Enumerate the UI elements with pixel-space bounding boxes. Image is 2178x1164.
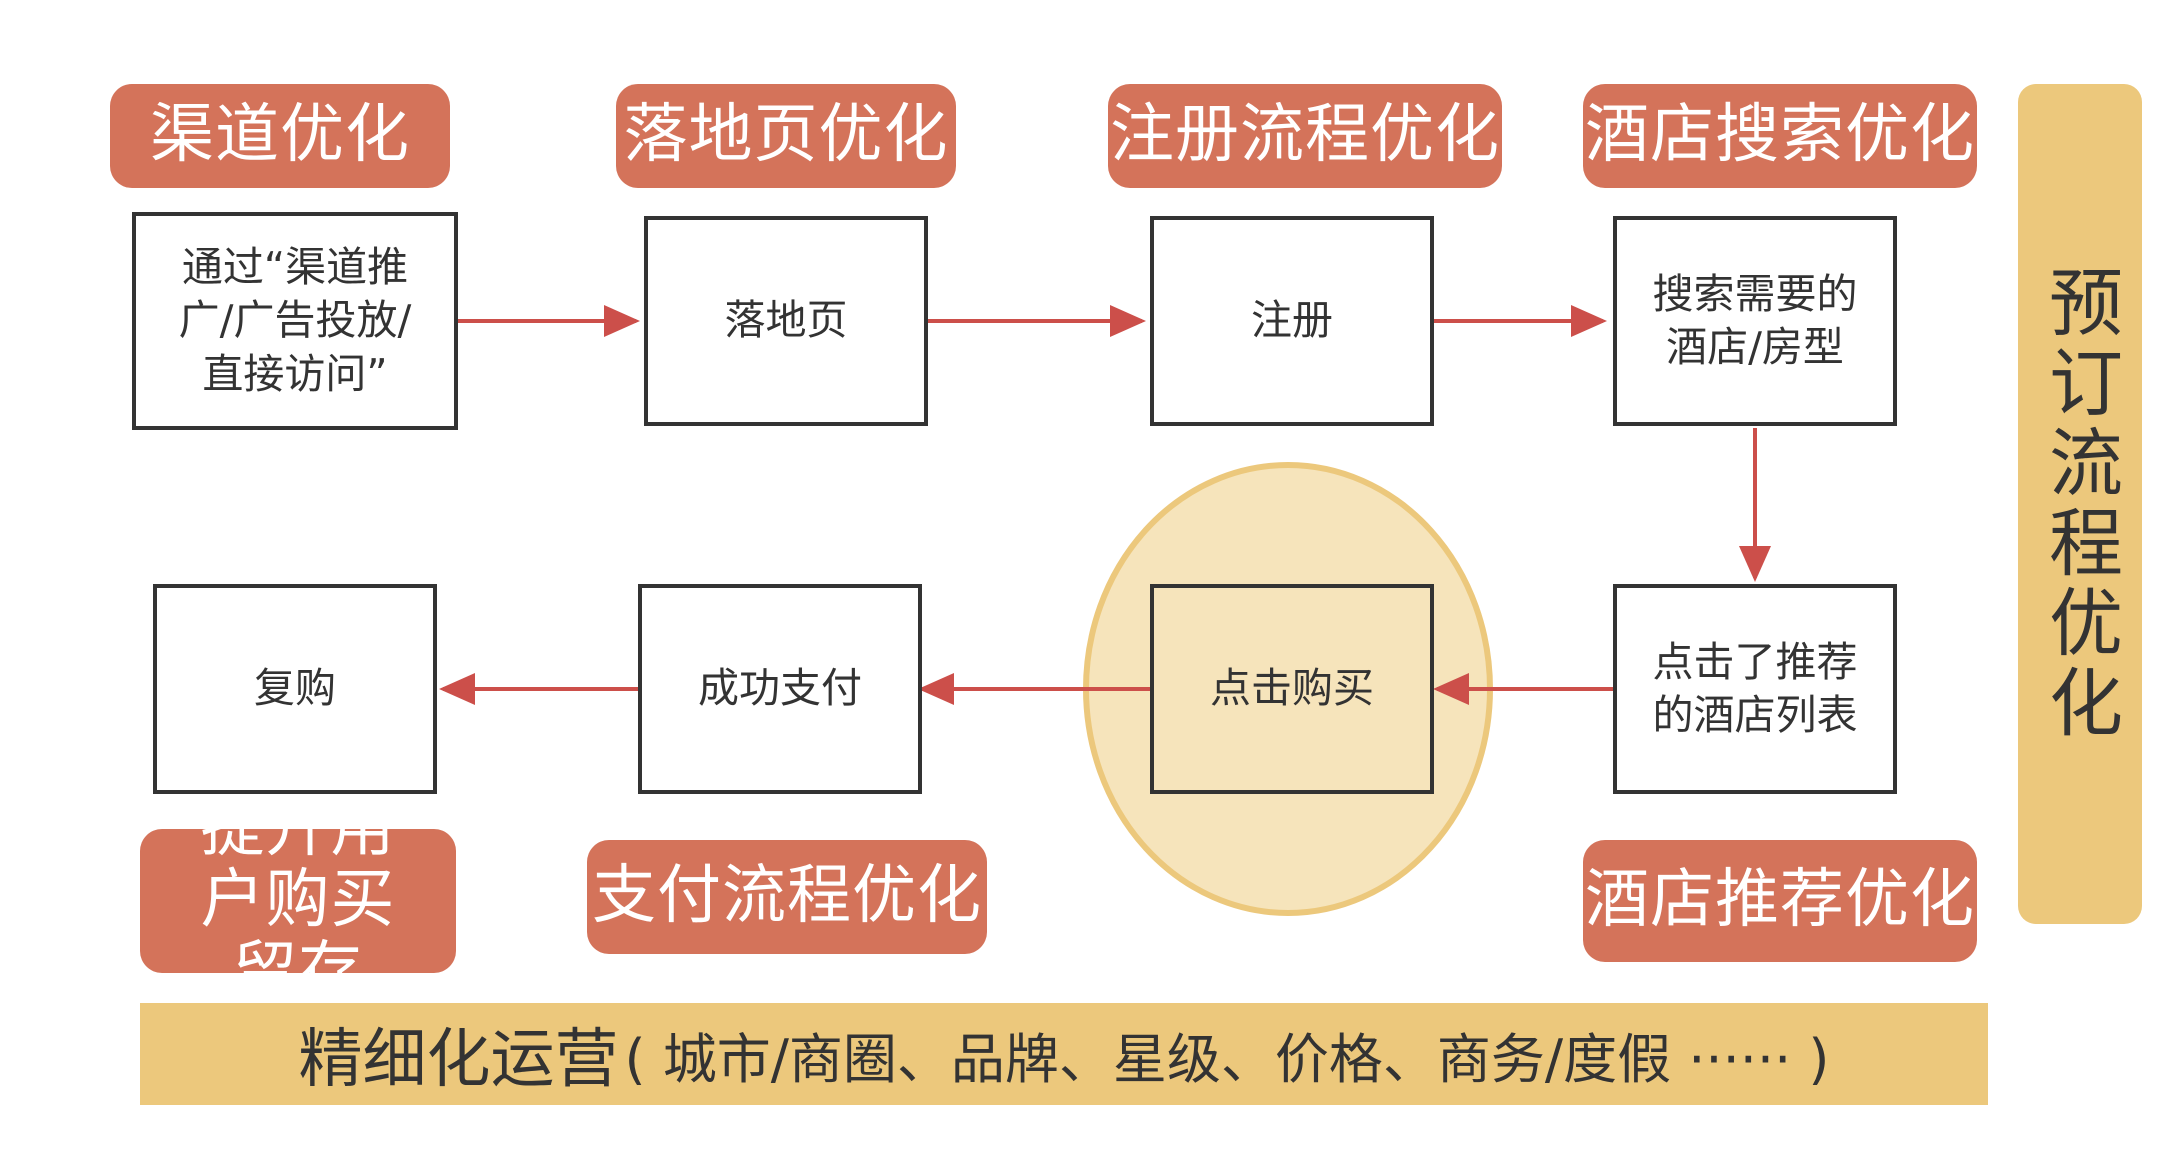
bottom-banner-detail: ( 城市/商圈、品牌、星级、价格、商务/度假 ······ ) <box>624 1027 1830 1091</box>
step-landing: 落地页 <box>644 216 928 426</box>
step-pay: 成功支付 <box>638 584 922 794</box>
side-banner: 预订流程优化 <box>2018 84 2142 924</box>
tag-landing: 落地页优化 <box>616 84 956 188</box>
tag-retention: 提升用户购买留存 <box>140 793 456 1008</box>
step-repurchase: 复购 <box>153 584 437 794</box>
tag-pay: 支付流程优化 <box>587 840 987 954</box>
bottom-banner: 精细化运营 ( 城市/商圈、品牌、星级、价格、商务/度假 ······ ) <box>140 1003 1988 1105</box>
bottom-banner-title: 精细化运营 <box>298 1023 619 1097</box>
flow-arrows <box>439 305 1771 705</box>
tag-register: 注册流程优化 <box>1108 84 1502 188</box>
side-banner-text: 预订流程优化 <box>2036 264 2123 744</box>
tag-channel: 渠道优化 <box>110 84 450 188</box>
step-search: 搜索需要的酒店/房型 <box>1613 216 1897 426</box>
tag-recommend: 酒店推荐优化 <box>1583 840 1977 962</box>
step-buy: 点击购买 <box>1150 584 1434 794</box>
step-recommend-click: 点击了推荐的酒店列表 <box>1613 584 1897 794</box>
step-channel: 通过“渠道推广/广告投放/直接访问” <box>132 212 458 430</box>
step-register: 注册 <box>1150 216 1434 426</box>
tag-search: 酒店搜索优化 <box>1583 84 1977 188</box>
